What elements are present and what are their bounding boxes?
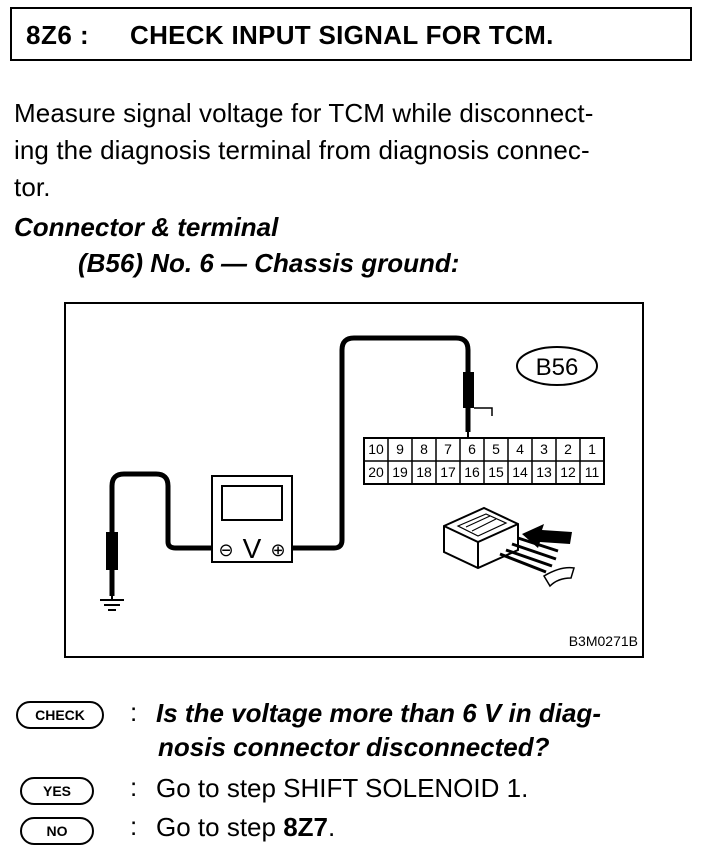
terminal-number: 1 xyxy=(588,441,596,457)
no-action-prefix: Go to step xyxy=(156,812,284,842)
connector-id-label: B56 xyxy=(536,354,579,381)
no-action: Go to step 8Z7. xyxy=(156,810,335,844)
terminal-number: 12 xyxy=(560,464,576,480)
chassis-ground-icon xyxy=(100,570,124,611)
terminal-number: 2 xyxy=(564,441,572,457)
yes-badge: YES xyxy=(20,777,94,805)
plus-terminal: ⊕ xyxy=(270,540,285,561)
connector-terminal-spec: (B56) No. 6 — Chassis ground: xyxy=(78,248,460,278)
step-id: 8Z6 : xyxy=(26,20,90,50)
terminal-number: 16 xyxy=(464,464,480,480)
terminal-number: 8 xyxy=(420,441,428,457)
instruction-text: Measure signal voltage for TCM while dis… xyxy=(14,95,694,206)
no-badge: NO xyxy=(20,817,94,845)
instruction-line: ing the diagnosis terminal from diagnosi… xyxy=(14,135,590,165)
terminal-probe-icon xyxy=(463,372,474,408)
no-colon: : xyxy=(130,811,138,841)
terminal-number: 15 xyxy=(488,464,504,480)
terminal-number: 5 xyxy=(492,441,500,457)
connector-id-oval xyxy=(516,346,598,386)
minus-terminal: ⊖ xyxy=(218,540,233,561)
check-badge: CHECK xyxy=(16,701,104,729)
voltmeter-icon: V ⊖ ⊕ xyxy=(211,475,293,564)
voltmeter-label: V xyxy=(243,533,262,564)
terminal-number: 11 xyxy=(585,464,600,480)
check-question-line: Is the voltage more than 6 V in diag- xyxy=(156,698,601,728)
step-title: CHECK INPUT SIGNAL FOR TCM. xyxy=(130,20,554,50)
figure-code: B3M0271B xyxy=(569,633,638,649)
check-colon: : xyxy=(130,697,138,727)
connector-heading: Connector & terminal xyxy=(14,212,279,242)
yes-action: Go to step SHIFT SOLENOID 1. xyxy=(156,773,529,803)
yes-colon: : xyxy=(130,772,138,802)
check-question-line: nosis connector disconnected? xyxy=(158,732,550,762)
terminal-number: 3 xyxy=(540,441,548,457)
instruction-line: tor. xyxy=(14,172,51,202)
terminal-number: 14 xyxy=(512,464,528,480)
terminal-number: 17 xyxy=(440,464,456,480)
terminal-number: 9 xyxy=(396,441,404,457)
terminal-number: 19 xyxy=(392,464,408,480)
no-action-suffix: . xyxy=(328,812,336,842)
probe-lead-wire xyxy=(292,335,471,551)
terminal-number: 20 xyxy=(368,464,384,480)
ground-probe-icon xyxy=(106,532,118,570)
no-step-link: 8Z7 xyxy=(283,812,328,842)
terminal-number: 13 xyxy=(536,464,552,480)
terminal-pointer xyxy=(474,407,493,416)
ground-lead-wire xyxy=(109,471,212,596)
instruction-line: Measure signal voltage for TCM while dis… xyxy=(14,98,594,128)
diagnosis-connector-icon xyxy=(443,506,575,588)
check-question: Is the voltage more than 6 V in diag- no… xyxy=(156,696,601,764)
terminal-number: 4 xyxy=(516,441,524,457)
terminal-number: 7 xyxy=(444,441,452,457)
step-header: 8Z6 : CHECK INPUT SIGNAL FOR TCM. xyxy=(10,7,692,61)
terminal-number: 6 xyxy=(468,441,476,457)
terminal-number: 10 xyxy=(368,441,384,457)
terminal-number: 18 xyxy=(416,464,432,480)
insert-arrow-icon xyxy=(522,524,572,548)
